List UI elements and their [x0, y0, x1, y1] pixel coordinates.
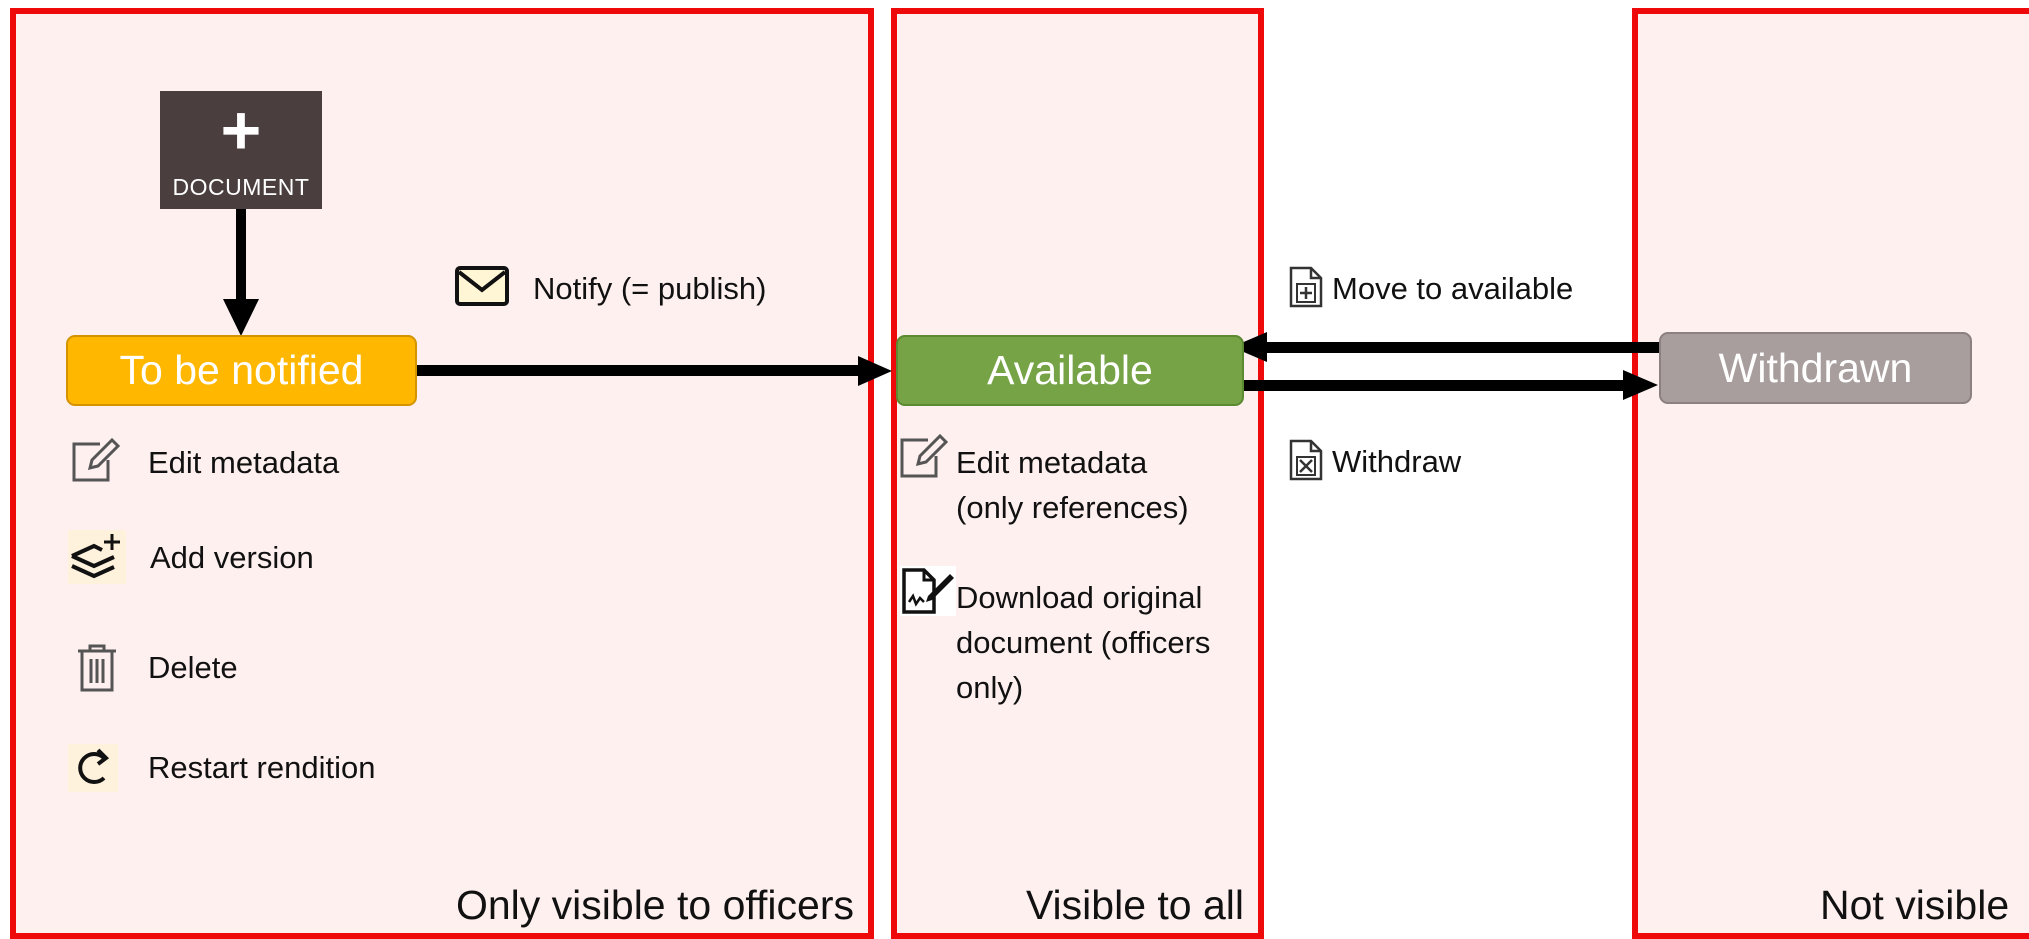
state-to-be-notified: To be notified — [66, 335, 417, 406]
zone-caption-not-visible: Not visible — [1820, 882, 2010, 928]
state-label-withdrawn: Withdrawn — [1718, 344, 1913, 391]
state-withdrawn: Withdrawn — [1659, 332, 1972, 404]
zone-visible-to-all: Visible to all — [891, 8, 1264, 939]
zone-caption-officers: Only visible to officers — [455, 882, 854, 928]
pencil-square-icon — [70, 437, 122, 489]
state-label-available: Available — [987, 347, 1153, 393]
document-x-icon — [1288, 438, 1324, 487]
state-available: Available — [896, 335, 1244, 406]
transition-withdraw[interactable]: Withdraw — [1332, 444, 1462, 479]
action-edit-metadata[interactable]: Edit metadata — [148, 445, 340, 480]
add-document-button[interactable]: + DOCUMENT — [160, 91, 322, 209]
transition-move-to-available[interactable]: Move to available — [1332, 271, 1574, 306]
envelope-icon — [455, 266, 511, 313]
action-download-original[interactable]: Download original document (officers onl… — [956, 575, 1210, 710]
action-edit-metadata-references[interactable]: Edit metadata (only references) — [956, 440, 1189, 530]
action-delete[interactable]: Delete — [148, 650, 238, 685]
add-document-label: DOCUMENT — [172, 174, 310, 200]
signed-document-icon — [900, 566, 956, 621]
document-plus-icon — [1288, 265, 1324, 314]
action-add-version[interactable]: Add version — [150, 540, 314, 575]
layers-plus-icon — [68, 530, 126, 589]
zone-officers-only: Only visible to officers — [10, 8, 874, 939]
action-restart-rendition[interactable]: Restart rendition — [148, 750, 376, 785]
state-label-to-be-notified: To be notified — [119, 347, 364, 393]
zone-not-visible: Not visible — [1632, 8, 2029, 939]
plus-icon: + — [220, 91, 262, 169]
action-download-original-line1: Download original — [956, 580, 1203, 615]
trash-icon — [76, 643, 118, 698]
refresh-icon — [68, 744, 118, 797]
zone-caption-all: Visible to all — [1025, 882, 1244, 928]
pencil-square-icon — [898, 433, 950, 485]
transition-notify[interactable]: Notify (= publish) — [533, 271, 767, 306]
action-download-original-line2: document (officers — [956, 625, 1211, 660]
action-download-original-line3: only) — [956, 670, 1024, 705]
action-edit-metadata-references-line1: Edit metadata — [956, 445, 1148, 480]
action-edit-metadata-references-line2: (only references) — [956, 490, 1189, 525]
